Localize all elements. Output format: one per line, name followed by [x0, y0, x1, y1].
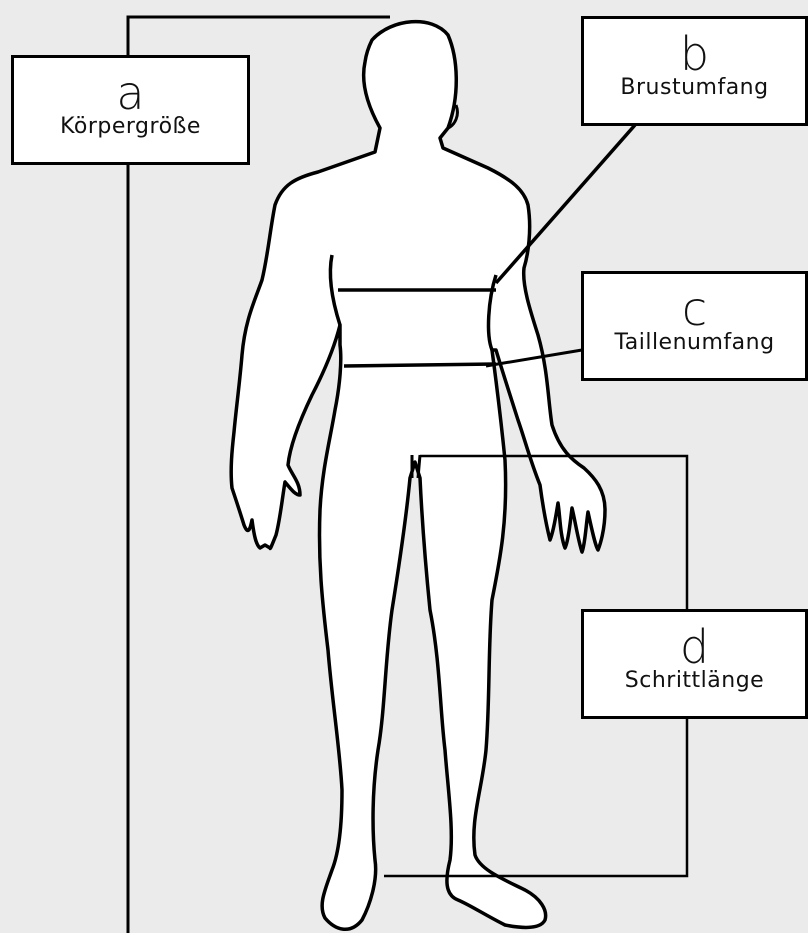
- label-b-caption: Brustumfang: [584, 75, 805, 101]
- label-d-inseam: d Schrittlänge: [581, 609, 808, 719]
- inseam-leader-line-bottom: [384, 717, 687, 876]
- label-c-caption: Taillenumfang: [584, 330, 805, 356]
- label-b-chest: b Brustumfang: [581, 16, 808, 126]
- label-a-height: a Körpergröße: [11, 55, 250, 165]
- label-c-waist: c Taillenumfang: [581, 271, 808, 381]
- label-b-letter: b: [584, 33, 805, 75]
- label-d-letter: d: [584, 626, 805, 668]
- label-a-caption: Körpergröße: [14, 114, 247, 140]
- waist-measure-line: [344, 364, 496, 366]
- label-a-letter: a: [14, 72, 247, 114]
- label-d-caption: Schrittlänge: [584, 668, 805, 694]
- label-c-letter: c: [584, 288, 805, 330]
